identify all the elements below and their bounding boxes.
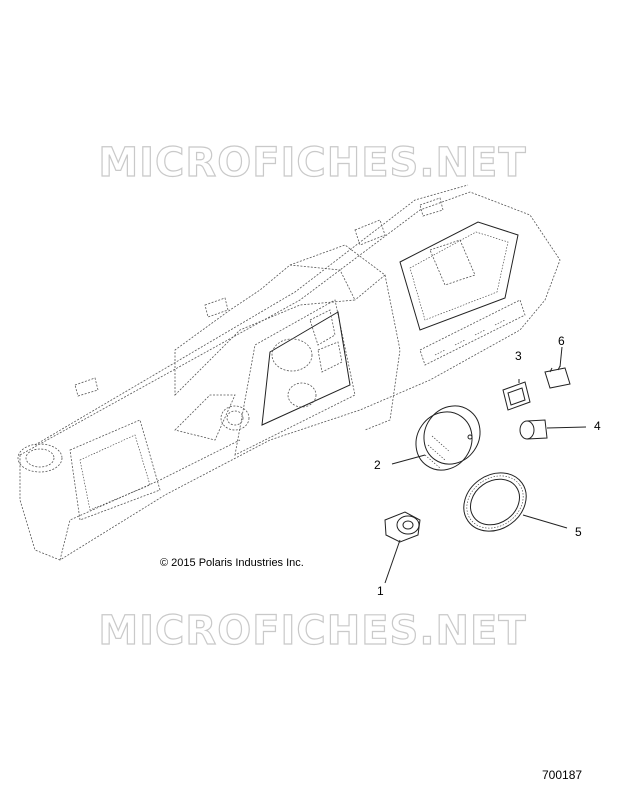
callout-6: 6 bbox=[558, 334, 565, 348]
copyright-notice: © 2015 Polaris Industries Inc. bbox=[160, 557, 304, 569]
figure-number: 700187 bbox=[542, 768, 583, 782]
part-4-power-outlet bbox=[519, 419, 587, 440]
part-3-rocker-switch bbox=[502, 379, 531, 411]
callout-3: 3 bbox=[515, 349, 522, 363]
callout-5: 5 bbox=[575, 525, 582, 539]
part-1-ignition-switch bbox=[384, 511, 421, 584]
watermark-top: MICROFICHES.NET bbox=[98, 139, 527, 186]
watermark-bottom: MICROFICHES.NET bbox=[98, 607, 527, 654]
callout-2: 2 bbox=[374, 458, 381, 472]
dashboard-assembly bbox=[17, 184, 561, 561]
part-5-trim-ring bbox=[463, 472, 568, 532]
callout-4: 4 bbox=[594, 419, 601, 433]
part-6-switch-plug bbox=[544, 346, 571, 389]
part-2-gauge bbox=[391, 405, 481, 471]
callout-1: 1 bbox=[377, 584, 384, 598]
